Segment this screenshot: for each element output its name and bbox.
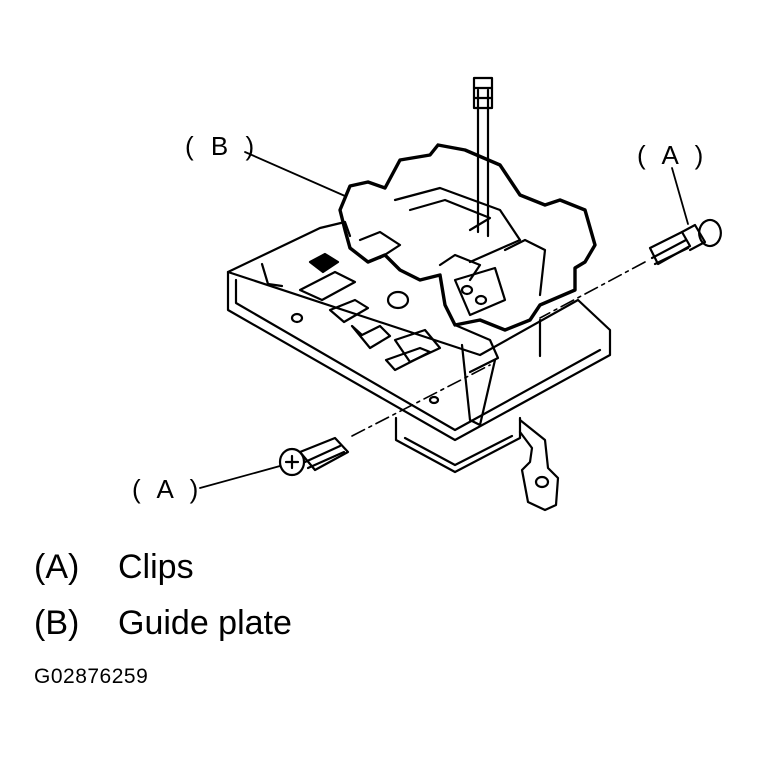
clip-left — [278, 436, 350, 477]
leader-line-a-right — [671, 167, 689, 225]
figure-id: G02876259 — [34, 665, 149, 688]
shift-lever-rod — [472, 76, 494, 238]
clip-right — [648, 218, 722, 266]
legend-label: Clips — [118, 548, 194, 586]
guide-plate — [338, 143, 597, 332]
lower-housing — [394, 416, 522, 474]
leader-line-b — [244, 151, 346, 197]
legend-row-a: (A) Clips — [34, 548, 194, 587]
legend-key: (B) — [34, 604, 80, 642]
legend-key: (A) — [34, 548, 80, 586]
callout-b: ( B ) — [185, 131, 260, 161]
legend-label: Guide plate — [118, 604, 292, 642]
bracket-arm — [518, 418, 560, 512]
legend-row-b: (B) Guide plate — [34, 604, 292, 643]
leader-line-a-left — [199, 465, 281, 489]
inner-mechanism — [298, 252, 500, 427]
callout-a-left: ( A ) — [132, 474, 204, 504]
clip-right-axis — [539, 261, 646, 319]
callout-a-right: ( A ) — [637, 140, 709, 170]
base-plate — [226, 220, 612, 442]
shift-lever-assembly-diagram — [199, 76, 722, 512]
clip-left-axis — [351, 364, 491, 437]
